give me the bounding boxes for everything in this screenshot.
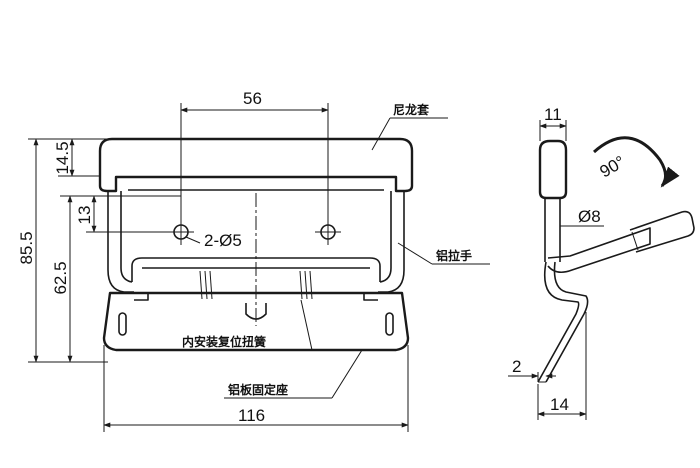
label-nylon-sleeve: 尼龙套 xyxy=(393,102,430,117)
spring-coil-left xyxy=(199,270,213,300)
dim-rotation-angle: 90° xyxy=(597,152,629,181)
dim-handle-top: 14.5 xyxy=(53,141,72,174)
dim-side-depth: 14 xyxy=(550,395,569,414)
label-aluminum-handle: 铝拉手 xyxy=(436,248,472,263)
base-plate-inner-step xyxy=(134,292,378,301)
dim-hole-callout: 2-Ø5 xyxy=(204,231,242,250)
handle-left-leg-inner xyxy=(120,191,133,283)
side-view-dimensions: 11 Ø8 2 14 xyxy=(508,105,604,420)
front-view-labels: 尼龙套 铝拉手 内安装复位扭簧 铝板固定座 xyxy=(180,102,490,399)
side-rotated-sleeve xyxy=(629,210,695,253)
base-slot-right xyxy=(385,312,394,336)
rotation-arc-arrow xyxy=(593,136,680,188)
handle-grip-outline xyxy=(98,137,414,193)
side-view: 90° xyxy=(537,136,695,383)
dim-hole-offset: 13 xyxy=(75,206,94,225)
side-base-plate xyxy=(537,261,580,383)
label-aluminum-base: 铝板固定座 xyxy=(228,382,288,397)
front-view xyxy=(98,137,414,352)
dim-side-thickness: 11 xyxy=(544,105,562,124)
dim-plate-height: 62.5 xyxy=(51,261,70,294)
base-plate-outline xyxy=(102,291,410,352)
dim-hole-spacing: 56 xyxy=(243,89,262,108)
dim-grip-diameter: Ø8 xyxy=(578,207,601,226)
spring-coil-right xyxy=(299,270,313,300)
label-internal-spring: 内安装复位扭簧 xyxy=(182,334,266,349)
dim-overall-width: 116 xyxy=(238,406,265,425)
side-grip-sleeve xyxy=(538,139,568,200)
side-handle-rotated xyxy=(547,227,651,274)
handle-right-leg-inner xyxy=(379,191,392,283)
dim-overall-height: 85.5 xyxy=(17,231,36,264)
base-slot-left xyxy=(118,312,127,336)
side-handle-stem xyxy=(544,198,561,262)
front-view-dimensions: 56 116 85.5 62.5 14.5 13 2-Ø5 xyxy=(17,89,409,432)
side-base-plate-inner xyxy=(545,261,589,383)
dim-plate-thickness: 2 xyxy=(512,357,521,376)
